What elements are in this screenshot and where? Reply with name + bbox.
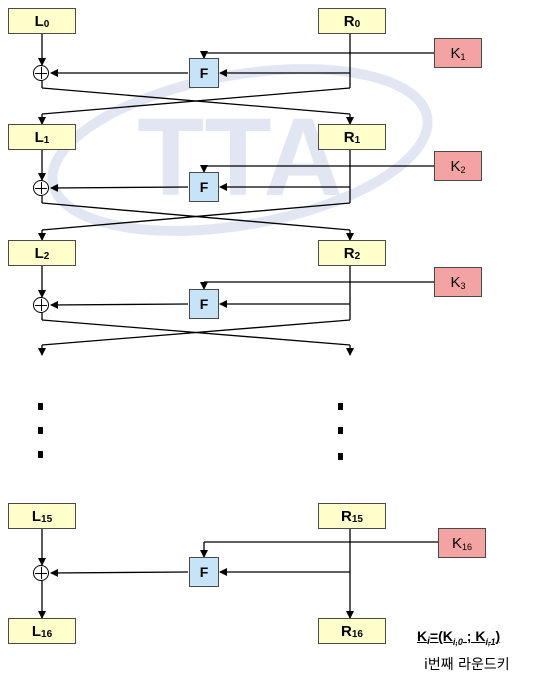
- f16-to-xor-arrow: [50, 568, 189, 577]
- cross-line: [41, 319, 351, 346]
- cross-line: [41, 87, 351, 115]
- f-box-1: F: [189, 58, 219, 88]
- f-box-16: F: [189, 557, 219, 587]
- f-box-2: F: [189, 172, 219, 202]
- ellipsis-dot: [38, 427, 43, 434]
- xor-symbol-2: [33, 180, 49, 196]
- xor-symbol-1: [33, 65, 49, 81]
- round-key-caption: i번째 라운드키: [424, 657, 510, 673]
- xor-symbol-16: [33, 565, 49, 581]
- round-key-formula: Ki=(Ki,0 ; Ki,1): [417, 628, 501, 647]
- f-box-3: F: [189, 289, 219, 319]
- f-to-xor-arrow: [50, 300, 189, 309]
- ellipsis-dot: [38, 451, 43, 458]
- ellipsis-dot: [338, 403, 343, 410]
- watermark-text: TTA: [137, 96, 343, 219]
- xor-symbol-3: [33, 297, 49, 313]
- ellipsis-dot: [338, 427, 343, 434]
- f-to-xor-arrow: [50, 183, 189, 192]
- ellipsis-dot: [38, 403, 43, 410]
- ellipsis-dot: [338, 453, 343, 460]
- cross-line: [41, 202, 351, 231]
